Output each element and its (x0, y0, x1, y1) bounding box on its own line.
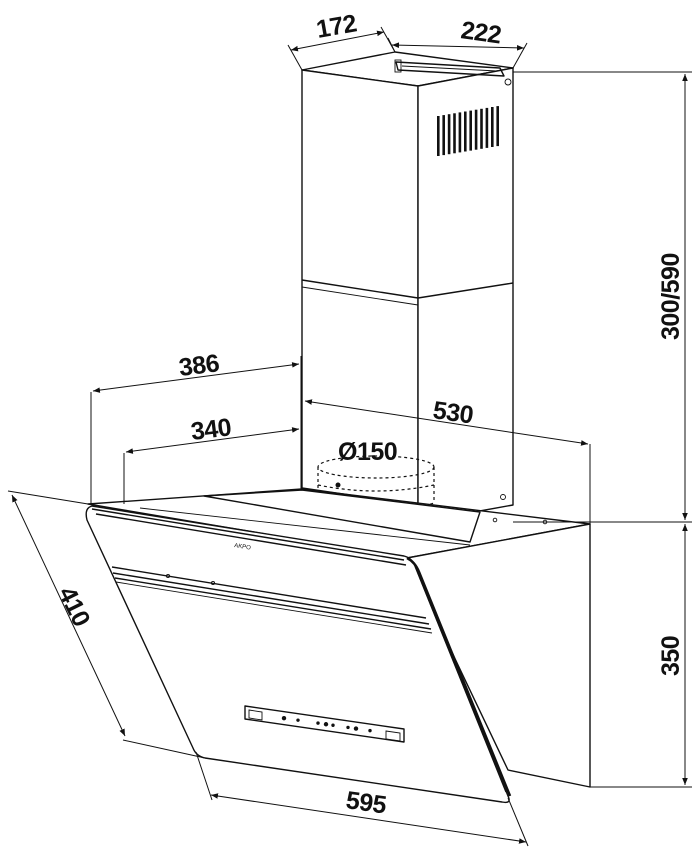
dim-depth-inner: 340 (189, 413, 232, 446)
dimension-lines (7, 26, 692, 847)
vent-slot (474, 109, 478, 150)
panel-brand-label: AKPO (234, 543, 252, 552)
vent-slot (437, 116, 440, 156)
control-button (316, 721, 320, 725)
vent-slot (485, 107, 489, 148)
dim-hood-height: 350 (657, 636, 685, 676)
vent-slot (453, 113, 456, 154)
dim-chimney-height: 300/590 (657, 253, 685, 340)
dim-chimney-depth: 172 (314, 9, 358, 44)
dim-chimney-width: 222 (459, 16, 503, 49)
dim-duct-diameter: Ø150 (338, 438, 397, 466)
display-left-icon (248, 709, 263, 721)
control-button (346, 725, 350, 730)
dim-hood-width: 595 (344, 786, 388, 819)
vent-slot (496, 106, 499, 147)
control-button (323, 722, 329, 727)
control-button (353, 726, 359, 731)
vent-slot (480, 108, 483, 149)
dim-depth-outer: 386 (177, 349, 220, 382)
duct-marker-dot (335, 482, 341, 488)
control-button (368, 728, 372, 733)
control-panel (244, 705, 405, 743)
vent-slot (491, 107, 494, 147)
vent-slot (447, 114, 451, 155)
display-right-icon (385, 730, 401, 742)
dimension-labels: 172 222 300/590 386 340 530 Ø150 410 350… (53, 9, 685, 819)
dim-body-width-top: 530 (431, 396, 475, 429)
vent-slot (442, 115, 445, 156)
control-button (281, 715, 287, 721)
panel-rail (111, 566, 433, 634)
vent-slot (469, 110, 472, 151)
glass-panel-edge (406, 556, 512, 797)
control-button (296, 718, 300, 722)
dim-panel-length: 410 (53, 582, 96, 630)
control-buttons (281, 715, 372, 733)
vent-slot (464, 111, 467, 152)
vent-slot (458, 112, 462, 153)
hood-body: AKPO (85, 488, 591, 804)
chimney (301, 51, 514, 523)
control-button (331, 723, 335, 727)
chimney-top-slot (394, 59, 512, 86)
chimney-vent-grille (437, 106, 499, 156)
